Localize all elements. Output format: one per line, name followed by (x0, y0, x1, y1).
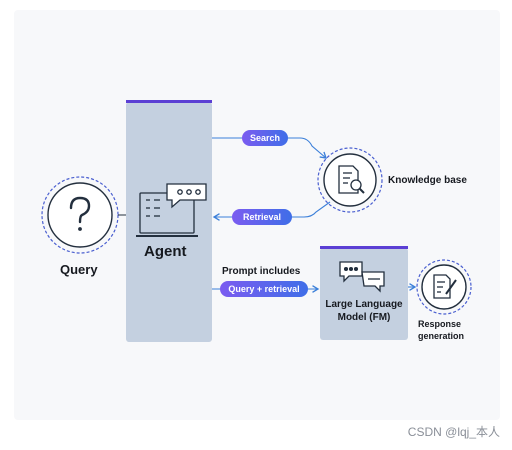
retrieval-arrow (212, 201, 331, 221)
query-label: Query (60, 262, 98, 277)
response-circle (416, 259, 472, 315)
retrieval-pill: Retrieval (232, 209, 292, 225)
response-label-line2: generation (418, 331, 465, 341)
agent-box (126, 100, 212, 342)
llm-box (320, 246, 408, 340)
response-label: Response generation (418, 318, 464, 342)
llm-label: Large Language Model (FM) (320, 298, 408, 324)
question-icon (69, 196, 91, 231)
document-pen-icon (433, 274, 457, 299)
knowledge-base-label: Knowledge base (388, 175, 467, 186)
search-pill: Search (242, 130, 288, 146)
query-circle (41, 176, 119, 254)
knowledge-base-circle (317, 147, 383, 213)
watermark-text: CSDN @lqj_本人 (407, 425, 500, 439)
llm-label-line1: Large Language (325, 299, 403, 310)
prompt-includes-label: Prompt includes (222, 266, 301, 277)
chat-monitor-icon (136, 183, 207, 237)
llm-label-line2: Model (FM) (337, 312, 391, 323)
agent-label: Agent (144, 243, 187, 260)
prompt-pill: Query + retrieval (220, 281, 308, 297)
chat-bubbles-icon (339, 261, 385, 293)
search-arrow (212, 137, 327, 159)
document-search-icon (338, 165, 365, 194)
response-label-line1: Response (418, 319, 462, 329)
